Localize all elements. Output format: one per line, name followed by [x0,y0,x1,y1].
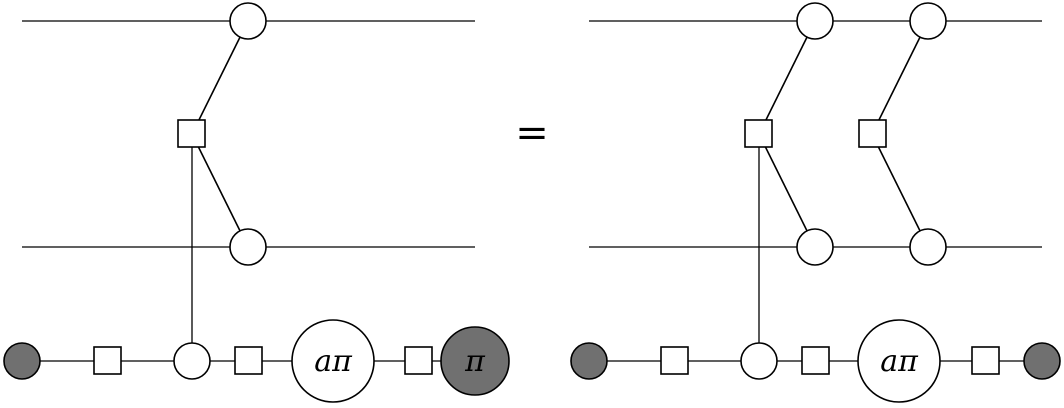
left-hadamard-box-center [177,119,206,148]
left-hadamard-box-2 [234,346,263,375]
right-edge-bottom-diagonal-1 [758,133,816,248]
right-spider-middle-1 [796,228,834,266]
left-edge-top-diagonal [191,20,249,135]
right-hadamard-box-1 [660,346,689,375]
right-hadamard-box-3 [971,346,1000,375]
left-phase-label-pi: π [464,344,486,379]
equals-sign: = [515,110,549,156]
right-edge-bottom-diagonal-2 [871,133,929,248]
left-grey-spider-end [3,342,41,380]
right-spider-top-1 [796,2,834,40]
right-grey-spider-end [1023,342,1061,380]
left-hadamard-box-1 [93,346,122,375]
left-spider-top [229,2,267,40]
right-edge-top-diagonal-1 [758,20,816,135]
right-phase-label-api: aπ [880,344,919,379]
left-hadamard-box-3 [404,346,433,375]
left-grey-phase-spider-pi [440,326,510,396]
right-hadamard-box-2 [801,346,830,375]
left-phase-spider-api [291,319,375,403]
right-hadamard-box-center-2 [858,119,887,148]
left-spider-middle [229,228,267,266]
left-phase-label-api: aπ [314,344,353,379]
right-edge-top-diagonal-2 [871,20,929,135]
right-phase-spider-api [857,319,941,403]
right-diagram: aπ [570,2,1061,403]
left-spider-bottom [173,342,211,380]
right-spider-bottom [740,342,778,380]
left-edge-bottom-diagonal [191,133,249,248]
right-hadamard-box-center-1 [744,119,773,148]
right-spider-middle-2 [909,228,947,266]
left-diagram: aπ π [3,2,510,403]
right-grey-spider-start [570,342,608,380]
right-spider-top-2 [909,2,947,40]
